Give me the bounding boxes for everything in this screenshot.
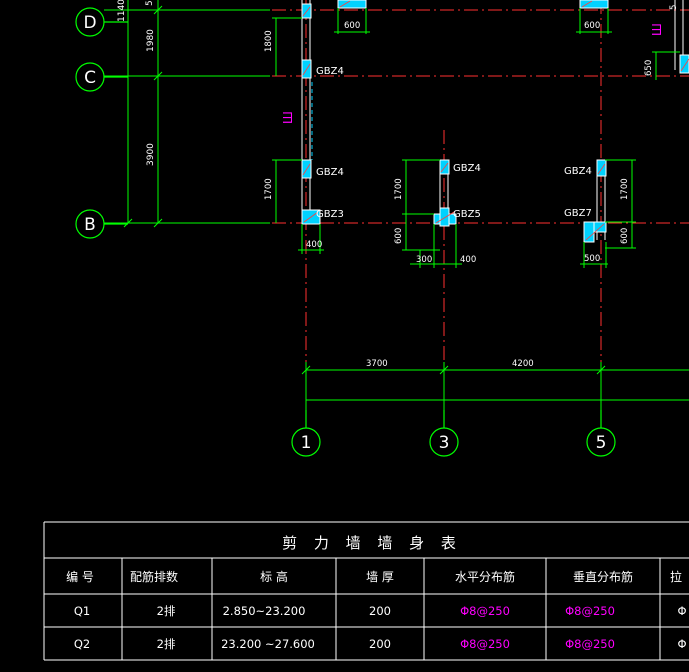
table-header-vert: 垂直分布筋 xyxy=(573,569,633,584)
dim-1700-a: 1700 xyxy=(264,178,274,200)
table-header-horiz: 水平分布筋 xyxy=(455,569,515,584)
label-gbz7: GBZ7 xyxy=(564,208,592,219)
label-gbz4-b3: GBZ4 xyxy=(453,163,481,174)
dim-span-1-3: 3700 xyxy=(366,359,388,369)
table-r1-horiz: Φ8@250 xyxy=(460,604,510,618)
dim-cb: 3900 xyxy=(146,143,156,166)
dim-500: 500 xyxy=(584,254,600,264)
wall-tag-right: Ш xyxy=(650,23,664,36)
table-r2-elev: 23.200 ~27.600 xyxy=(221,637,315,651)
left-dimension-chain xyxy=(104,0,270,228)
dim-600-d: 600 xyxy=(620,228,630,244)
table-r2-rows: 2排 xyxy=(157,637,176,651)
label-gbz4-b5: GBZ4 xyxy=(564,166,592,177)
table-r2-tie: Φ xyxy=(677,637,686,651)
table-header-tie: 拉 xyxy=(670,569,682,584)
dim-span-3-5: 4200 xyxy=(512,359,534,369)
grid-bubble-5: 5 xyxy=(596,433,607,453)
dim-600-c: 600 xyxy=(394,228,404,244)
dim-top-cut: 5 xyxy=(145,0,155,6)
columns xyxy=(301,0,689,243)
table-r2-thick: 200 xyxy=(369,637,391,651)
table-r2-id: Q2 xyxy=(74,637,90,651)
grid-bubble-3: 3 xyxy=(439,433,450,453)
dim-1700-b: 1700 xyxy=(394,178,404,200)
dim-600-b: 600 xyxy=(584,21,600,31)
table-header-thick: 墙 厚 xyxy=(366,570,394,584)
grid-bubble-1: 1 xyxy=(301,433,312,453)
grid-bubble-b: B xyxy=(84,215,96,235)
grid-bubble-d: D xyxy=(83,13,96,33)
dim-dc: 1980 xyxy=(146,29,156,52)
table-r1-id: Q1 xyxy=(74,604,90,618)
table-title: 剪 力 墙 墙 身 表 xyxy=(282,534,462,552)
dim-5-right: 5 xyxy=(669,5,679,10)
table-r1-tie: Φ xyxy=(677,604,686,618)
wall-schedule-table xyxy=(43,521,689,661)
label-gbz3: GBZ3 xyxy=(316,209,344,220)
table-r1-vert: Φ8@250 xyxy=(565,604,615,618)
table-r2-horiz: Φ8@250 xyxy=(460,637,510,651)
table-header-id: 编 号 xyxy=(66,569,94,584)
table-header-elev: 标 高 xyxy=(260,569,288,584)
dim-400-b: 400 xyxy=(460,255,476,265)
dim-1800: 1800 xyxy=(264,30,274,52)
dim-top: 11400 xyxy=(117,0,127,22)
table-r1-rows: 2排 xyxy=(157,604,176,618)
col-bubbles xyxy=(291,410,616,457)
walls xyxy=(301,0,684,240)
dim-1700-c: 1700 xyxy=(620,178,630,200)
dim-400-a: 400 xyxy=(306,240,322,250)
label-gbz4-b1: GBZ4 xyxy=(316,167,344,178)
table-header-rows: 配筋排数 xyxy=(130,569,178,584)
column-hatch xyxy=(302,0,689,241)
label-gbz5: GBZ5 xyxy=(453,209,481,220)
wall-tag: Ш xyxy=(281,111,295,124)
dim-300: 300 xyxy=(416,255,432,265)
row-bubbles xyxy=(75,7,128,239)
table-r1-thick: 200 xyxy=(369,604,391,618)
label-gbz4-c: GBZ4 xyxy=(316,66,344,77)
table-r1-elev: 2.850~23.200 xyxy=(223,604,306,618)
dim-600-a: 600 xyxy=(344,21,360,31)
local-dimensions xyxy=(272,8,689,410)
grid-bubble-c: C xyxy=(84,68,96,88)
dim-650: 650 xyxy=(644,60,654,76)
table-r2-vert: Φ8@250 xyxy=(565,637,615,651)
